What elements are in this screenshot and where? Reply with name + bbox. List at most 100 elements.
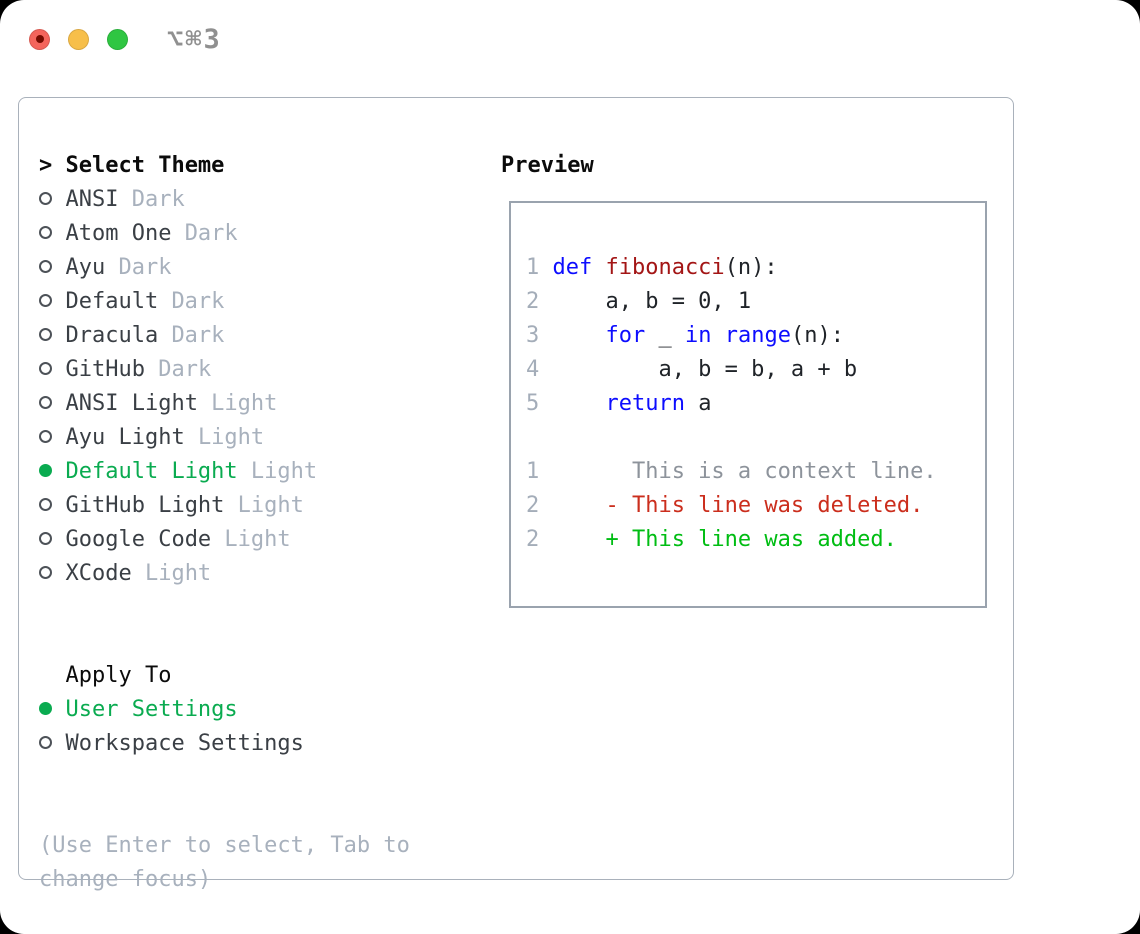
apply-to-option-workspace-settings[interactable]: Workspace Settings bbox=[39, 727, 410, 761]
spacer bbox=[526, 421, 985, 455]
code-token-plain bbox=[552, 391, 605, 416]
radio-icon bbox=[39, 251, 65, 285]
theme-variant: Light bbox=[144, 561, 212, 586]
theme-name: Dracula bbox=[65, 323, 159, 348]
radio-icon bbox=[39, 387, 65, 421]
theme-variant: Dark bbox=[171, 323, 225, 348]
code-token-plain: _ bbox=[645, 323, 685, 348]
line-number: 2 bbox=[526, 289, 540, 314]
theme-name: XCode bbox=[65, 561, 132, 586]
close-button[interactable] bbox=[29, 28, 50, 50]
theme-list-title-label: Select Theme bbox=[65, 153, 225, 178]
spacer bbox=[39, 795, 410, 829]
theme-option-ayu-light[interactable]: Ayu Light Light bbox=[39, 421, 410, 455]
diff-context-text: This is a context line. bbox=[552, 459, 937, 484]
theme-variant: Dark bbox=[184, 221, 238, 246]
code-token-keyword: in bbox=[684, 323, 712, 348]
diff-context-line: 1 This is a context line. bbox=[526, 455, 985, 489]
theme-list-title: > Select Theme bbox=[39, 149, 410, 183]
theme-option-github-dark[interactable]: GitHub Dark bbox=[39, 353, 410, 387]
spacer bbox=[39, 625, 410, 659]
code-token-keyword: range bbox=[724, 323, 791, 348]
code-token-plain: a bbox=[684, 391, 712, 416]
theme-name: GitHub Light bbox=[65, 493, 225, 518]
line-number: 4 bbox=[526, 357, 540, 382]
minimize-button[interactable] bbox=[68, 28, 89, 50]
theme-option-google-code-light[interactable]: Google Code Light bbox=[39, 523, 410, 557]
theme-option-xcode-light[interactable]: XCode Light bbox=[39, 557, 410, 591]
line-number: 1 bbox=[526, 255, 540, 280]
keyboard-shortcut-label: ⌥⌘3 bbox=[167, 23, 222, 55]
theme-option-default-light[interactable]: Default Light Light bbox=[39, 455, 410, 489]
code-token-plain: a, b = b, a + b bbox=[552, 357, 858, 382]
diff-added-line: 2 + This line was added. bbox=[526, 523, 985, 557]
radio-icon bbox=[39, 319, 65, 353]
code-line: 2 a, b = 0, 1 bbox=[526, 285, 985, 319]
theme-name: ANSI Light bbox=[65, 391, 198, 416]
line-number: 1 bbox=[526, 459, 540, 484]
preview-title: Preview bbox=[501, 153, 594, 178]
help-text-line-2: change focus) bbox=[39, 867, 212, 892]
radio-icon bbox=[39, 557, 65, 591]
radio-icon bbox=[39, 353, 65, 387]
apply-to-option-user-settings[interactable]: User Settings bbox=[39, 693, 410, 727]
radio-icon bbox=[39, 727, 65, 761]
diff-added-text: + This line was added. bbox=[552, 527, 897, 552]
line-number: 2 bbox=[526, 527, 540, 552]
apply-to-option-label: User Settings bbox=[65, 697, 238, 722]
theme-variant: Light bbox=[197, 425, 265, 450]
theme-variant: Light bbox=[224, 527, 291, 552]
radio-icon bbox=[39, 217, 65, 251]
titlebar: ⌥⌘3 bbox=[29, 22, 222, 56]
code-token-plain: (n): bbox=[724, 255, 778, 280]
theme-variant: Dark bbox=[118, 255, 172, 280]
theme-option-ayu-dark[interactable]: Ayu Dark bbox=[39, 251, 410, 285]
code-line: 3 for _ in range(n): bbox=[526, 319, 985, 353]
code-token-plain: (n): bbox=[790, 323, 844, 348]
line-number: 2 bbox=[526, 493, 540, 518]
code-token-keyword: def bbox=[552, 255, 606, 280]
close-dot-icon bbox=[35, 35, 44, 43]
theme-option-github-light[interactable]: GitHub Light Light bbox=[39, 489, 410, 523]
line-number: 5 bbox=[526, 391, 540, 416]
theme-variant: Dark bbox=[158, 357, 212, 382]
theme-name: GitHub bbox=[65, 357, 145, 382]
theme-variant: Light bbox=[250, 459, 318, 484]
zoom-button[interactable] bbox=[107, 28, 128, 50]
theme-name: Default bbox=[65, 289, 159, 314]
theme-name: Ayu Light bbox=[65, 425, 185, 450]
radio-icon bbox=[39, 523, 65, 557]
radio-icon bbox=[39, 489, 65, 523]
radio-icon bbox=[39, 421, 65, 455]
theme-option-ansi-light[interactable]: ANSI Light Light bbox=[39, 387, 410, 421]
code-line: 4 a, b = b, a + b bbox=[526, 353, 985, 387]
help-text-line-1: (Use Enter to select, Tab to bbox=[39, 833, 410, 858]
theme-option-default-dark[interactable]: Default Dark bbox=[39, 285, 410, 319]
theme-name: Default Light bbox=[65, 459, 238, 484]
radio-icon bbox=[39, 285, 65, 319]
radio-selected-icon bbox=[39, 693, 65, 727]
theme-variant: Light bbox=[237, 493, 304, 518]
radio-selected-icon bbox=[39, 455, 65, 489]
apply-to-title: Apply To bbox=[65, 663, 172, 688]
apply-to-option-label: Workspace Settings bbox=[65, 731, 304, 756]
theme-variant: Light bbox=[211, 391, 278, 416]
theme-name: Ayu bbox=[65, 255, 106, 280]
cursor-prefix: > bbox=[39, 153, 53, 178]
theme-name: Google Code bbox=[65, 527, 212, 552]
theme-variant: Dark bbox=[171, 289, 225, 314]
theme-option-dracula-dark[interactable]: Dracula Dark bbox=[39, 319, 410, 353]
theme-variant: Dark bbox=[131, 187, 185, 212]
code-token-plain bbox=[552, 323, 605, 348]
code-token-keyword: for bbox=[605, 323, 646, 348]
code-token-keyword: return bbox=[605, 391, 685, 416]
diff-deleted-text: - This line was deleted. bbox=[552, 493, 924, 518]
code-token-plain bbox=[711, 323, 724, 348]
